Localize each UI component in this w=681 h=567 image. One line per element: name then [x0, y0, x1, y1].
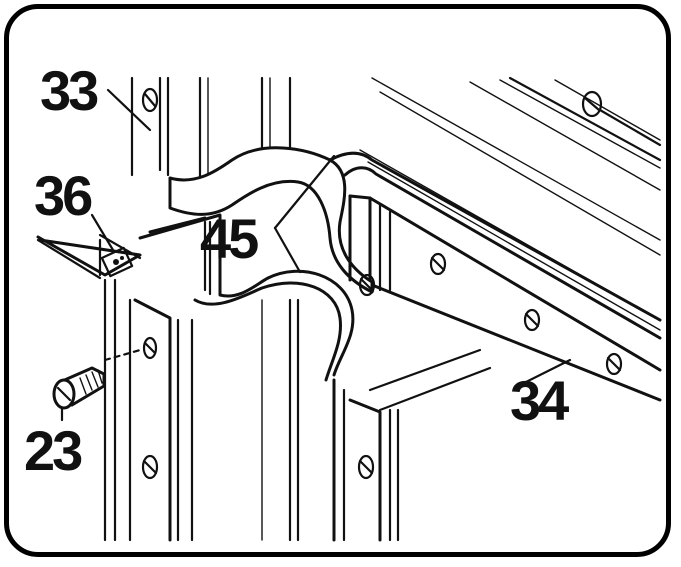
- beam-34: [348, 194, 662, 402]
- bracket-45: [138, 146, 662, 382]
- upper-right-panel: [359, 76, 662, 331]
- callout-34: 34: [510, 369, 569, 432]
- leader-34: [522, 358, 572, 385]
- lower-left-post: [103, 278, 300, 542]
- left-rail-36: [36, 233, 142, 280]
- callout-36: 36: [34, 164, 92, 227]
- leader-45-upper: [273, 154, 336, 230]
- post-33: [130, 76, 292, 182]
- callout-33: 33: [40, 59, 98, 122]
- leader-45-lower: [273, 226, 302, 274]
- leader-33: [106, 88, 152, 132]
- leader-36: [90, 213, 115, 252]
- lower-right-post: [332, 348, 492, 542]
- upper-bolt-heads: [581, 90, 603, 118]
- callout-labels: 33 36 45 23 34: [24, 59, 572, 482]
- screw-23: [52, 348, 142, 410]
- callout-45: 45: [200, 207, 258, 270]
- callout-23: 23: [24, 419, 82, 482]
- leader-lines: [60, 88, 572, 422]
